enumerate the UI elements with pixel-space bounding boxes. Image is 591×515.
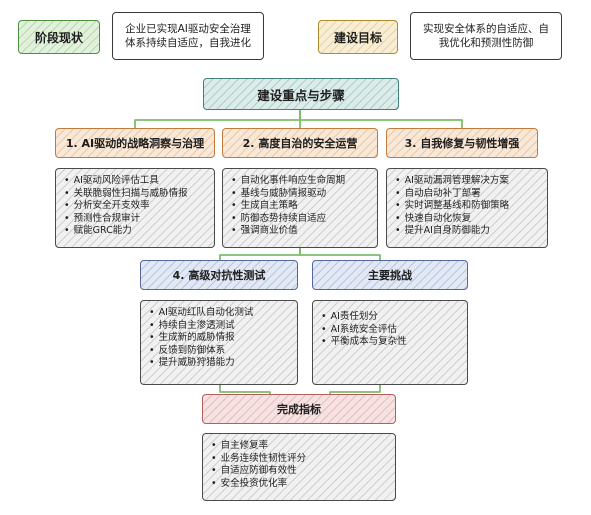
goal-description-box: 实现安全体系的自适应、自 我优化和预测性防御 (410, 12, 562, 60)
pillar-3-title: 3. 自我修复与韧性增强 (404, 137, 520, 150)
challenges-details: AI责任划分 AI系统安全评估 平衡成本与复杂性 (312, 300, 468, 385)
connector-pillar-4-to-metrics (219, 384, 271, 395)
connector-main-to-pillar-1 (134, 109, 301, 129)
pillar-4-details: AI驱动红队自动化测试 持续自主渗透测试 生成新的威胁情报 反馈到防御体系 提升… (140, 300, 298, 385)
connector-challenges-to-metrics (329, 384, 381, 395)
connector-pillar-2-to-challenges (299, 247, 381, 261)
pillar-2-title-box: 2. 高度自治的安全运营 (222, 128, 378, 158)
pillar-2-title: 2. 高度自治的安全运营 (242, 137, 358, 150)
pillar-2-item: 强调商业价值 (231, 225, 371, 238)
main-title: 建设重点与步骤 (257, 87, 345, 103)
status-description-line-2: 体系持续自适应，自我进化 (125, 37, 251, 49)
pillar-1-item: 预测性合规审计 (64, 213, 208, 226)
goal-label-box: 建设目标 (318, 20, 398, 54)
pillar-3-details: AI驱动漏洞管理解决方案 自动启动补丁部署 实时调整基线和防御策略 快速自动化恢… (386, 168, 548, 248)
pillar-4-item: AI驱动红队自动化测试 (149, 307, 291, 320)
pillar-2-item: 生成自主策略 (231, 200, 371, 213)
goal-description-line-2: 我优化和预测性防御 (438, 37, 534, 49)
pillar-1-item: 分析安全开支效率 (64, 200, 208, 213)
connector-pillar-2-to-pillar-4 (219, 247, 301, 261)
pillar-1-title-box: 1. AI驱动的战略洞察与治理 (55, 128, 215, 158)
main-title-box: 建设重点与步骤 (203, 78, 399, 110)
metric-item: 安全投资优化率 (211, 478, 389, 491)
challenges-title-box: 主要挑战 (312, 260, 468, 290)
pillar-2-details: 自动化事件响应生命周期 基线与威胁情报驱动 生成自主策略 防御态势持续自适应 强… (222, 168, 378, 248)
challenges-title: 主要挑战 (368, 269, 412, 282)
pillar-2-item: 自动化事件响应生命周期 (231, 175, 371, 188)
metrics-title-box: 完成指标 (202, 394, 396, 424)
metrics-title: 完成指标 (277, 403, 321, 416)
pillar-3-item: 自动启动补丁部署 (395, 188, 541, 201)
status-label-box: 阶段现状 (18, 20, 100, 54)
challenge-item: 平衡成本与复杂性 (321, 336, 461, 349)
pillar-1-details: AI驱动风险评估工具 关联脆弱性扫描与威胁情报 分析安全开支效率 预测性合规审计… (55, 168, 215, 248)
goal-description-line-1: 实现安全体系的自适应、自 (423, 23, 549, 35)
pillar-4-item: 提升威胁狩猎能力 (149, 357, 291, 370)
metric-item: 业务连续性韧性评分 (211, 453, 389, 466)
pillar-1-item: AI驱动风险评估工具 (64, 175, 208, 188)
pillar-3-title-box: 3. 自我修复与韧性增强 (386, 128, 538, 158)
pillar-3-item: 实时调整基线和防御策略 (395, 200, 541, 213)
pillar-3-item: 快速自动化恢复 (395, 213, 541, 226)
metric-item: 自适应防御有效性 (211, 465, 389, 478)
challenge-item: AI系统安全评估 (321, 324, 461, 337)
pillar-1-title: 1. AI驱动的战略洞察与治理 (65, 137, 205, 150)
pillar-4-title-box: 4. 高级对抗性测试 (140, 260, 298, 290)
connector-main-to-pillar-3 (299, 109, 463, 129)
status-description-box: 企业已实现AI驱动安全治理 体系持续自适应，自我进化 (112, 12, 264, 60)
challenge-item: AI责任划分 (321, 311, 461, 324)
pillar-4-title: 4. 高级对抗性测试 (172, 269, 266, 282)
metric-item: 自主修复率 (211, 440, 389, 453)
pillar-4-item: 持续自主渗透测试 (149, 320, 291, 333)
pillar-1-item: 关联脆弱性扫描与威胁情报 (64, 188, 208, 201)
pillar-4-item: 生成新的威胁情报 (149, 332, 291, 345)
goal-label: 建设目标 (333, 30, 382, 45)
pillar-3-item: 提升AI自身防御能力 (395, 225, 541, 238)
pillar-2-item: 基线与威胁情报驱动 (231, 188, 371, 201)
pillar-4-item: 反馈到防御体系 (149, 345, 291, 358)
metrics-details: 自主修复率 业务连续性韧性评分 自适应防御有效性 安全投资优化率 (202, 433, 396, 501)
pillar-3-item: AI驱动漏洞管理解决方案 (395, 175, 541, 188)
status-label: 阶段现状 (34, 30, 83, 45)
pillar-2-item: 防御态势持续自适应 (231, 213, 371, 226)
status-description-line-1: 企业已实现AI驱动安全治理 (125, 23, 251, 35)
pillar-1-item: 赋能GRC能力 (64, 225, 208, 238)
